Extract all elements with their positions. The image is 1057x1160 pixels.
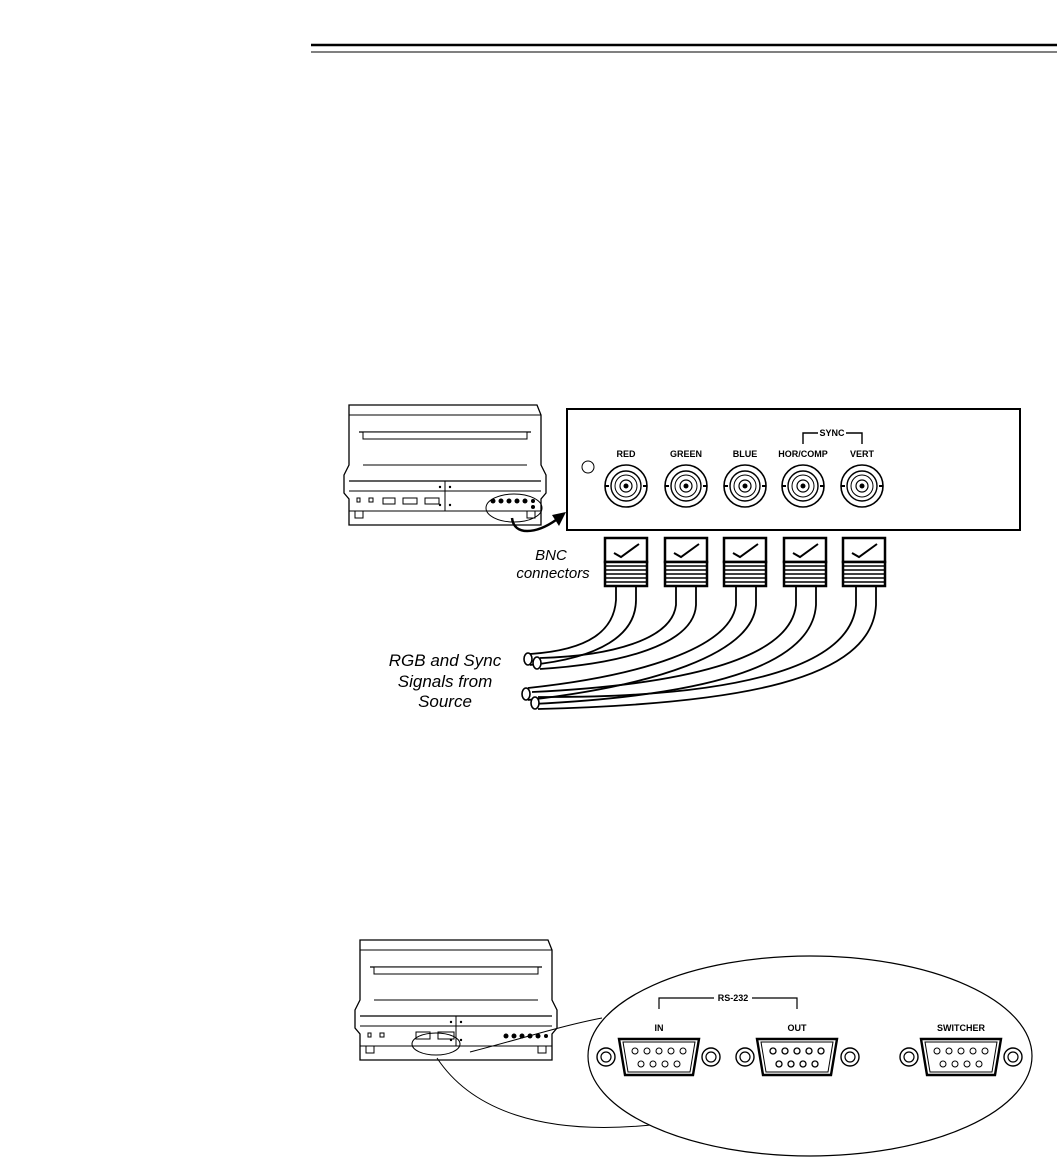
- rs232-bracket: RS-232: [658, 993, 798, 1009]
- projector-rear-view-2: [354, 939, 558, 1061]
- bnc-callout-line-2: connectors: [516, 565, 590, 582]
- port-switcher: SWITCHER: [899, 1023, 1023, 1077]
- source-caption-line-1: RGB and Sync: [389, 651, 502, 670]
- sync-bracket: SYNC: [802, 428, 863, 444]
- projector-rear-view-1: [343, 404, 547, 526]
- zoom-arrow-head: [552, 512, 566, 526]
- signal-cables: [527, 585, 877, 710]
- port-in: IN: [596, 1023, 721, 1077]
- input-panel: [566, 408, 1021, 531]
- bnc-jack-horcomp: HOR/COMP: [778, 449, 828, 508]
- sync-label: SYNC: [819, 428, 845, 438]
- panel-screw: [581, 460, 595, 474]
- port-label-in: IN: [655, 1023, 664, 1033]
- bnc-plug-vert: [841, 536, 887, 588]
- zoom-cone-lines: [436, 1017, 661, 1128]
- cable-ends: [521, 652, 542, 710]
- connector-label-vert: VERT: [850, 449, 875, 459]
- bnc-plug-blue: [722, 536, 768, 588]
- port-label-switcher: SWITCHER: [937, 1023, 985, 1033]
- zoom-arrow: [510, 517, 557, 533]
- port-out: OUT: [735, 1023, 860, 1077]
- bnc-callout-line-1: BNC: [535, 547, 567, 564]
- connector-label-red: RED: [616, 449, 636, 459]
- connector-label-blue: BLUE: [733, 449, 758, 459]
- source-caption-line-3: Source: [418, 692, 472, 711]
- bnc-jack-blue: BLUE: [723, 449, 767, 508]
- bnc-plug-red: [603, 536, 649, 588]
- source-caption-line-2: Signals from: [398, 672, 492, 691]
- bnc-jack-green: GREEN: [664, 449, 708, 508]
- bnc-jack-red: RED: [604, 449, 648, 508]
- connector-label-horcomp: HOR/COMP: [778, 449, 828, 459]
- bnc-plug-horcomp: [782, 536, 828, 588]
- connector-label-green: GREEN: [670, 449, 702, 459]
- rs232-label: RS-232: [718, 993, 749, 1003]
- bnc-connection-figure: SYNC RED GREEN BLUE HOR/COMP VERT: [343, 404, 1021, 711]
- header-rule: [311, 43, 1057, 53]
- bnc-jack-vert: VERT: [840, 449, 884, 508]
- port-label-out: OUT: [788, 1023, 808, 1033]
- rs232-connection-figure: RS-232 IN OUT SWITCHER: [354, 939, 1033, 1157]
- highlight-ellipse-2: [411, 1032, 461, 1056]
- bnc-plug-green: [663, 536, 709, 588]
